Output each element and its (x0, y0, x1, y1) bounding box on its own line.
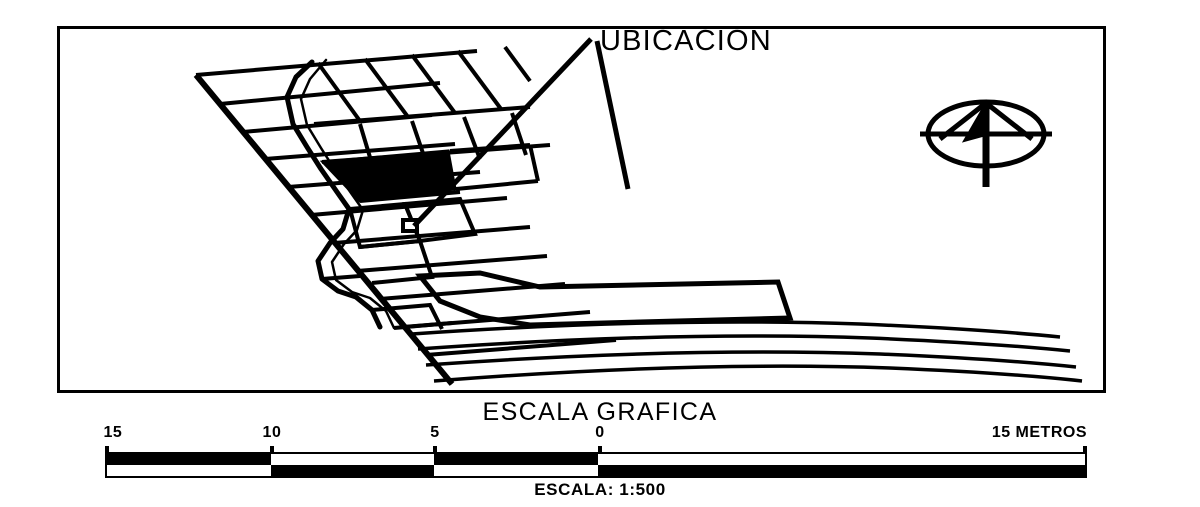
scale-segment-top-2 (271, 454, 434, 465)
scale-tick-label-15: 15 (103, 424, 123, 441)
scale-segment-bottom-2 (271, 465, 434, 476)
graphic-scale-bar: 15 10 5 0 15 METROS (103, 425, 1088, 478)
main-diagonal-boundary-inner (194, 74, 454, 385)
scale-tick-label-10: 10 (262, 424, 282, 441)
scale-tick-end (1083, 446, 1088, 454)
winding-street (284, 59, 383, 330)
scale-tick-5 (432, 446, 437, 454)
scale-tick-label-0: 0 (595, 424, 605, 441)
scale-unit-label: 15 METROS (991, 424, 1087, 441)
scale-segment-bottom-3 (433, 465, 598, 476)
winding-street-inner (299, 58, 396, 330)
ubicacion-callout-label: UBICACION (600, 25, 772, 57)
scale-segment-bottom-4 (597, 465, 1085, 476)
scale-segment-bottom-1 (107, 465, 272, 476)
callout-leader-line (412, 37, 593, 228)
block-boundary-lines (193, 73, 455, 386)
scale-tick-10 (269, 446, 274, 454)
scale-title: ESCALA GRAFICA (482, 398, 718, 426)
scale-segment-top-1 (107, 454, 272, 465)
callout-leader-line-lower (594, 40, 631, 190)
scale-bar-body (105, 452, 1087, 478)
compass-west-vane (938, 101, 988, 141)
lower-lot-cluster (321, 196, 478, 330)
compass-north-point (961, 99, 987, 143)
scale-segment-top-3 (433, 454, 598, 465)
upper-lot-grid (316, 45, 532, 123)
right-block-polygon (414, 270, 794, 328)
bottom-road-lines (411, 320, 1083, 383)
scale-tick-15 (105, 446, 109, 454)
cadastral-map-drawing (193, 37, 1083, 386)
scale-segment-top-4 (597, 454, 1085, 465)
north-arrow (920, 99, 1052, 187)
compass-east-vane (984, 101, 1034, 141)
scale-tick-label-5: 5 (430, 424, 440, 441)
scale-ratio-text: ESCALA: 1:500 (534, 480, 666, 499)
scale-tick-0 (597, 446, 602, 454)
map-frame (57, 26, 1106, 393)
